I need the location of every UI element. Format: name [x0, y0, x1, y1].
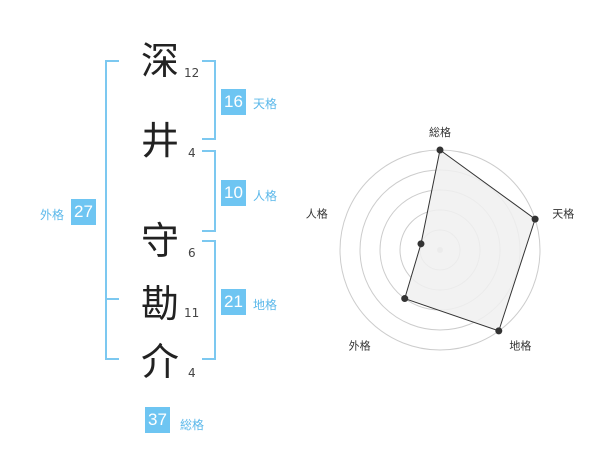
- name-char-1: 深: [141, 39, 180, 83]
- tenkaku-label: 天格: [253, 97, 278, 111]
- jinkaku-bracket: [202, 150, 216, 232]
- name-char-5: 介: [141, 340, 180, 384]
- tenkaku-bracket: [202, 60, 216, 140]
- chikaku-label: 地格: [253, 298, 278, 312]
- name-char-2: 井: [141, 119, 180, 163]
- name-char-4: 勘: [141, 282, 180, 326]
- stroke-count-2: 4: [188, 146, 196, 160]
- gaikaku-bracket-divider: [105, 298, 119, 300]
- radar-axis-label-2: 天格: [552, 207, 574, 221]
- radar-axis-label-4: 外格: [349, 338, 371, 352]
- radar-series: [404, 149, 536, 332]
- chikaku-bracket: [202, 240, 216, 360]
- gaikaku-label: 外格: [40, 208, 65, 222]
- radar-axis-label-5: 人格: [306, 207, 328, 221]
- chikaku-value: 21: [221, 289, 246, 315]
- radar-axis-label-1: 総格: [429, 125, 451, 139]
- tenkaku-value: 16: [221, 89, 246, 115]
- radar-point-3: [495, 327, 503, 335]
- stroke-count-5: 4: [188, 366, 196, 380]
- radar-point-4: [401, 295, 409, 303]
- jinkaku-label: 人格: [253, 189, 278, 203]
- soukaku-value: 37: [145, 407, 170, 433]
- radar-point-2: [531, 215, 539, 223]
- gaikaku-bracket: [105, 60, 119, 360]
- radar-axis-label-3: 地格: [509, 338, 531, 352]
- stroke-count-3: 6: [188, 246, 196, 260]
- gaikaku-value: 27: [71, 199, 96, 225]
- name-char-3: 守: [141, 219, 180, 263]
- stroke-count-4: 11: [184, 306, 200, 320]
- jinkaku-value: 10: [221, 180, 246, 206]
- radar-point-1: [436, 146, 444, 154]
- stroke-count-1: 12: [184, 66, 200, 80]
- radar-point-5: [417, 240, 425, 248]
- soukaku-label: 総格: [180, 418, 205, 432]
